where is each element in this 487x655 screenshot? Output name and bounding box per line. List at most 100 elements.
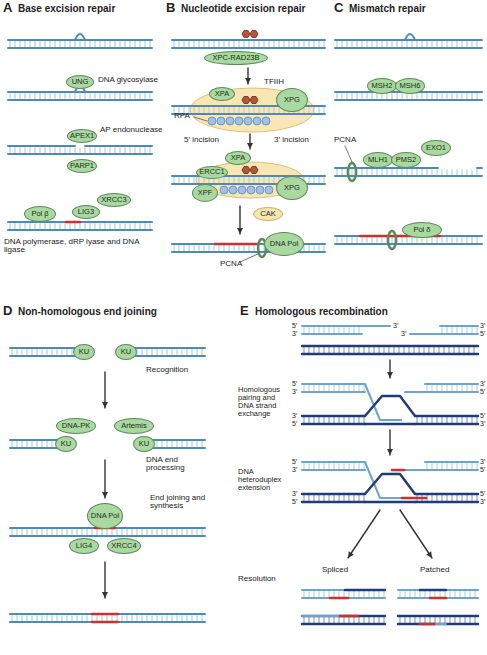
arrow-head <box>387 449 393 455</box>
protein-name: MSH6 <box>400 82 421 90</box>
base-pair <box>341 168 342 176</box>
base-pair <box>109 146 110 154</box>
dna-strand <box>302 615 345 617</box>
dna-strand <box>10 535 205 537</box>
base-pair <box>166 440 167 448</box>
base-pair <box>196 348 197 356</box>
base-pair <box>104 146 105 154</box>
base-pair <box>166 614 167 622</box>
protein-name: Pol β <box>31 210 48 218</box>
base-pair <box>263 176 264 184</box>
protein-ellipse: PARP1 <box>67 159 97 173</box>
base-pair <box>84 222 85 230</box>
base-pair <box>446 236 447 244</box>
base-pair <box>54 92 55 100</box>
base-pair <box>191 440 192 448</box>
base-pair <box>191 348 192 356</box>
dna-strand <box>362 325 390 327</box>
base-pair <box>333 384 334 392</box>
dna-strand <box>365 474 415 494</box>
base-pair <box>79 40 80 48</box>
base-pair <box>16 348 17 356</box>
arrow-head <box>348 551 354 558</box>
base-pair <box>144 146 145 154</box>
protein-name: CAK <box>260 210 275 218</box>
base-pair <box>134 146 135 154</box>
protein-ellipse: EXO1 <box>421 140 451 156</box>
base-pair <box>99 222 100 230</box>
base-pair <box>446 40 447 48</box>
base-pair <box>361 40 362 48</box>
base-pair <box>64 146 65 154</box>
base-pair <box>471 384 472 392</box>
base-pair <box>156 440 157 448</box>
base-pair <box>336 236 337 244</box>
base-pair <box>456 326 457 334</box>
base-pair <box>456 462 457 470</box>
base-pair <box>14 92 15 100</box>
protein-ellipse: LIG4 <box>69 538 99 554</box>
base-pair <box>139 40 140 48</box>
dna-strand <box>365 423 415 425</box>
protein-ellipse: DNA Pol <box>87 503 123 529</box>
base-pair <box>171 614 172 622</box>
base-pair <box>188 244 189 252</box>
base-pair <box>273 106 274 114</box>
base-pair <box>109 40 110 48</box>
dna-strand <box>425 391 478 393</box>
base-pair <box>449 590 450 598</box>
base-pair <box>348 384 349 392</box>
base-pair <box>11 614 12 622</box>
base-pair <box>151 528 152 536</box>
base-pair <box>171 528 172 536</box>
base-pair <box>406 168 407 176</box>
protein-ellipse: Artemis <box>114 418 154 434</box>
base-pair <box>84 92 85 100</box>
base-pair <box>59 92 60 100</box>
base-pair <box>469 590 470 598</box>
base-pair <box>476 92 477 100</box>
base-pair <box>104 40 105 48</box>
base-pair <box>116 528 117 536</box>
base-pair <box>436 462 437 470</box>
base-pair <box>361 168 362 176</box>
base-pair <box>46 614 47 622</box>
strand-gap <box>77 145 83 148</box>
base-pair <box>303 40 304 48</box>
base-pair <box>333 326 334 334</box>
base-pair <box>391 40 392 48</box>
base-pair <box>146 528 147 536</box>
base-pair <box>59 146 60 154</box>
base-pair <box>358 326 359 334</box>
dna-strand <box>8 221 152 223</box>
base-pair <box>203 244 204 252</box>
strand-end-label: 5′ <box>480 330 485 337</box>
base-pair <box>59 222 60 230</box>
protein-ellipse: MLH1 <box>363 152 393 168</box>
base-pair <box>341 92 342 100</box>
base-pair <box>208 106 209 114</box>
base-pair <box>353 462 354 470</box>
arrow-head <box>387 372 393 378</box>
base-pair <box>411 40 412 48</box>
lesion <box>242 31 250 38</box>
dna-strand <box>302 589 385 591</box>
base-pair <box>94 40 95 48</box>
base-pair <box>71 614 72 622</box>
base-pair <box>59 40 60 48</box>
base-pair <box>426 168 427 176</box>
base-pair <box>149 40 150 48</box>
strand-end-label: 3′ <box>480 420 485 427</box>
new-dna <box>92 613 118 616</box>
strand-end-label: 5′ <box>480 412 485 419</box>
base-pair <box>9 146 10 154</box>
base-pair <box>451 40 452 48</box>
protein-ellipse: KU <box>133 436 155 452</box>
base-pair <box>61 614 62 622</box>
base-pair <box>144 40 145 48</box>
protein-ellipse: XPC-RAD23B <box>204 51 268 65</box>
base-pair <box>456 92 457 100</box>
base-pair <box>16 528 17 536</box>
base-pair <box>9 222 10 230</box>
protein-name: XPG <box>284 96 300 104</box>
